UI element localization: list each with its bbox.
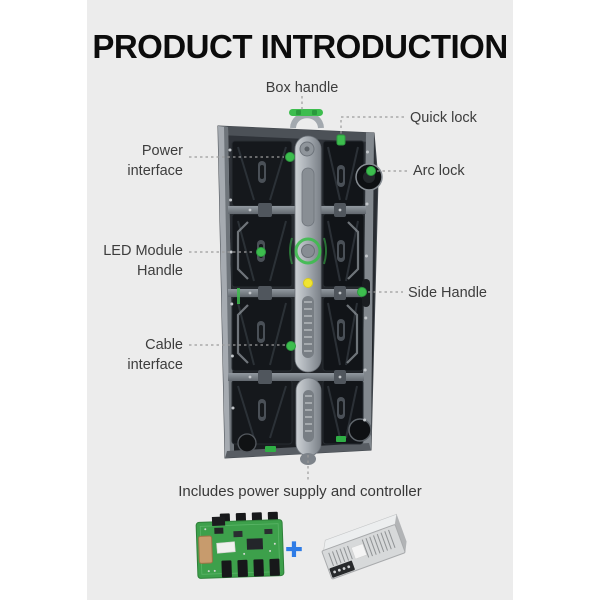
markers — [256, 134, 376, 351]
label-cable-interface: Cable interface — [87, 335, 183, 375]
label-cable-interface-line1: Cable — [145, 337, 183, 353]
label-arc-lock: Arc lock — [413, 163, 465, 179]
label-led-module-handle-line2: Handle — [137, 263, 183, 279]
leader-lines — [189, 96, 408, 480]
led-module-handle-marker — [256, 247, 266, 257]
plus-sign: + — [285, 534, 303, 567]
psu-vents — [328, 529, 396, 567]
label-cable-interface-line2: interface — [127, 357, 183, 373]
hub-connectors-bottom — [221, 558, 280, 578]
psu-terminal-screws — [333, 565, 351, 574]
box-handle-part — [289, 109, 324, 129]
solder-pads — [204, 528, 276, 573]
label-power-interface-line2: interface — [127, 163, 183, 179]
led-cabinet-image — [217, 109, 383, 465]
spine-green-ring — [294, 237, 322, 265]
leader-quick-lock — [340, 116, 404, 134]
label-sticker — [216, 541, 236, 554]
psu-label — [351, 543, 368, 560]
quick-lock-marker — [336, 134, 346, 146]
main-chip — [246, 538, 264, 550]
screws — [228, 148, 369, 422]
cabinet-top-rail — [218, 126, 374, 142]
edge-connector — [198, 535, 213, 564]
label-power-interface-line1: Power — [141, 143, 183, 159]
psu-side-face — [395, 514, 407, 553]
label-box-handle: Box handle — [265, 80, 339, 96]
power-interface-marker — [285, 152, 295, 162]
label-led-module-handle: LED Module Handle — [87, 241, 183, 281]
page-title: PRODUCT INTRODUCTION — [92, 28, 508, 65]
label-power-interface: Power interface — [87, 141, 183, 181]
controller-card-image — [195, 511, 285, 579]
component — [214, 527, 224, 534]
label-led-module-handle-line1: LED Module — [103, 243, 183, 259]
bay-frames — [236, 221, 360, 364]
label-side-handle: Side Handle — [408, 285, 487, 301]
side-handle-marker — [357, 287, 367, 297]
arc-lock-marker — [366, 166, 376, 176]
psu-terminal-block — [329, 560, 355, 578]
component — [233, 530, 243, 538]
caption-includes: Includes power supply and controller — [178, 483, 422, 500]
power-supply-image — [321, 513, 407, 580]
cable-interface-marker — [286, 341, 296, 351]
green-accents — [237, 288, 346, 452]
rj45-port — [211, 516, 226, 526]
label-quick-lock: Quick lock — [410, 110, 477, 126]
center-yellow-marker — [303, 278, 313, 288]
center-spine — [289, 135, 327, 465]
component — [264, 528, 273, 535]
